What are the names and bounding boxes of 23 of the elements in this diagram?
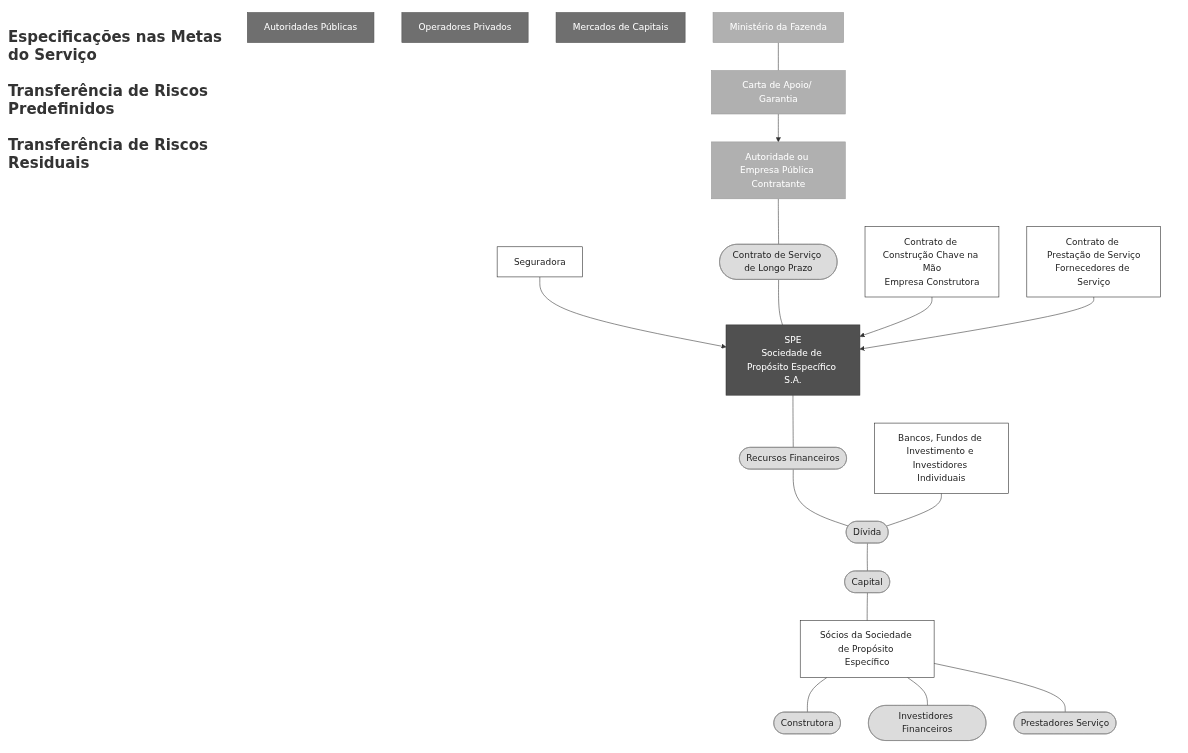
note-text: Transferência de Riscos Predefinidos	[8, 82, 209, 118]
note-text: Transferência de Riscos Residuais	[8, 136, 209, 172]
node-box: Autoridades Públicas	[247, 12, 375, 43]
connector	[807, 677, 828, 713]
connector	[933, 663, 1066, 713]
note-text: Especificações nas Metas do Serviço	[8, 28, 224, 64]
node-box: Operadores Privados	[401, 12, 529, 43]
node-box: Contrato de Construção Chave na Mão Empresa Construtora	[864, 226, 1000, 298]
node-box: Bancos, Fundos de Investimento e Investidores Individuais	[874, 422, 1009, 494]
node-box: Contrato de Prestação de Serviço Fornecedores de Serviço	[1026, 226, 1161, 298]
node-box: Sócios da Sociedade de Propósito Específico	[799, 620, 935, 678]
node-box: Seguradora	[496, 246, 583, 278]
node-box: Carta de Apoio/ Garantia	[711, 70, 846, 115]
connector	[907, 677, 928, 706]
node-box: SPE Sociedade de Propósito Específico S.A.	[725, 324, 861, 396]
node-box: Mercados de Capitais	[555, 12, 686, 43]
connector	[886, 493, 942, 527]
connector	[792, 394, 794, 448]
connector	[778, 279, 783, 326]
connector	[867, 543, 868, 572]
node-box: Ministério da Fazenda	[712, 12, 844, 43]
connector	[866, 592, 868, 621]
node-box: Autoridade ou Empresa Pública Contratante	[711, 141, 846, 200]
